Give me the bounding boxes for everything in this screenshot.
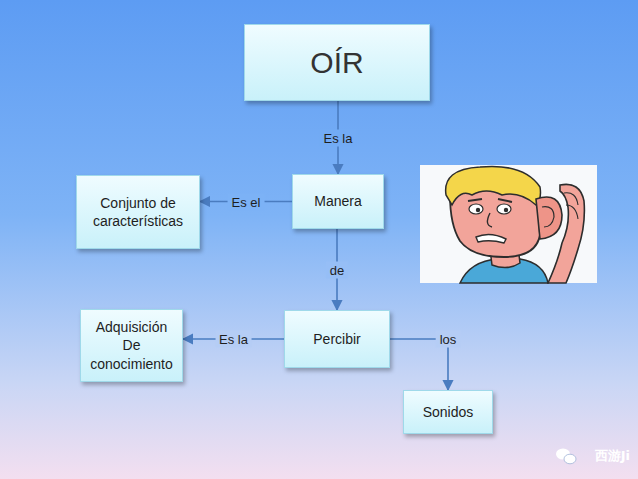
concept-box: Adquisición De conocimiento <box>80 309 183 382</box>
node-text: Manera <box>314 192 361 210</box>
pupil <box>504 208 508 212</box>
ear <box>536 197 562 239</box>
nose <box>487 213 492 227</box>
title-box: OÍR <box>244 24 430 101</box>
concept-box: Sonidos <box>403 390 493 434</box>
edge-label: Es la <box>215 331 252 348</box>
pupil <box>476 208 480 212</box>
concept-box: Conjunto de características <box>76 175 200 249</box>
picture-ground <box>420 165 597 283</box>
eye <box>497 204 511 214</box>
hand <box>548 184 584 283</box>
edge-label: Es el <box>228 193 265 210</box>
hair <box>446 166 541 205</box>
node-text: Sonidos <box>423 403 474 421</box>
node-text: Adquisición De conocimiento <box>89 318 174 373</box>
eye <box>469 204 483 214</box>
concept-box: Percibir <box>284 310 390 368</box>
edge-label: de <box>326 261 348 278</box>
concept-box: Manera <box>292 174 384 229</box>
node-text: Conjunto de características <box>85 194 191 230</box>
edge-label: Es la <box>320 129 357 146</box>
listening-man <box>420 165 597 283</box>
eyebrows <box>468 199 512 202</box>
watermark: 西游Ji <box>595 447 630 465</box>
node-text: OÍR <box>310 43 363 82</box>
node-text: Percibir <box>313 330 360 348</box>
fingers <box>564 193 578 219</box>
edge-label: los <box>436 331 461 348</box>
ear-fold <box>542 207 554 227</box>
mouth <box>476 234 506 243</box>
wechat-icon <box>556 449 576 464</box>
